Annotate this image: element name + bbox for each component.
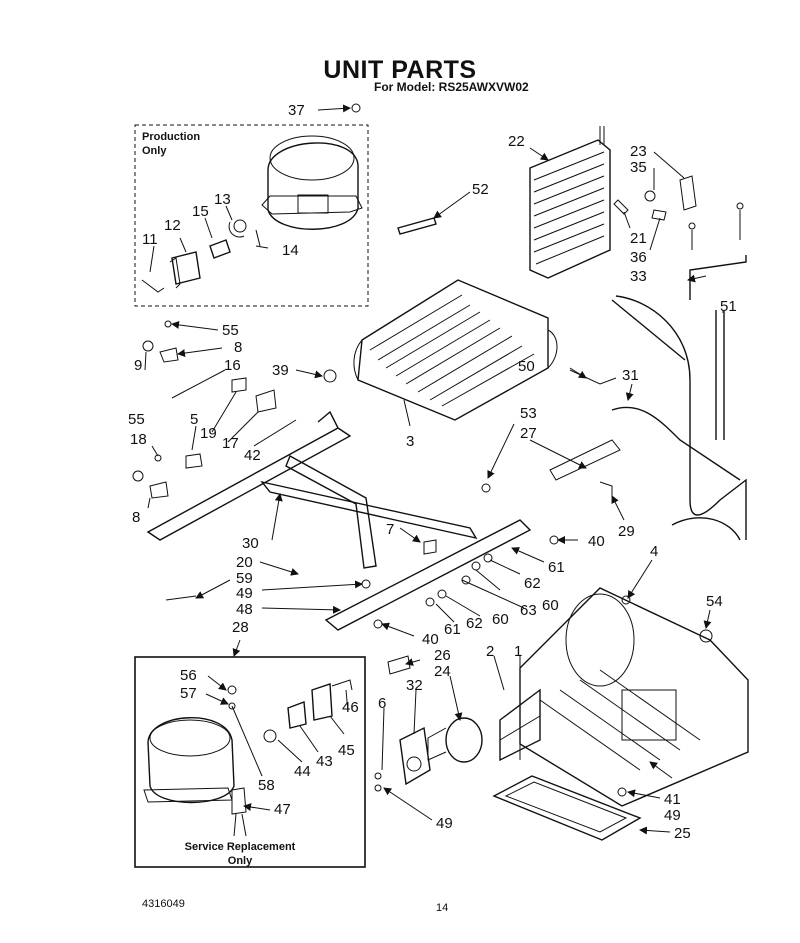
- callout-2: 2: [486, 643, 494, 660]
- mounting-bracket-rail: [324, 519, 532, 631]
- callout-8b: 8: [132, 509, 140, 526]
- callout-7: 7: [386, 521, 394, 538]
- callout-56: 56: [180, 667, 197, 684]
- callout-22: 22: [508, 133, 525, 150]
- production-only-box: [134, 124, 369, 307]
- relay-parts-production: [141, 219, 261, 293]
- callout-60b: 60: [492, 611, 509, 628]
- callout-62: 62: [524, 575, 541, 592]
- callout-9: 9: [134, 357, 142, 374]
- callout-30: 30: [242, 535, 259, 552]
- production-label-line2: Only: [142, 145, 167, 157]
- production-only-label: Production Only: [142, 130, 200, 158]
- leader-lines: [144, 104, 724, 835]
- callout-16: 16: [224, 357, 241, 374]
- callout-14: 14: [282, 242, 299, 259]
- callout-48: 48: [236, 601, 253, 618]
- page-number: 14: [436, 902, 449, 914]
- callout-63: 63: [520, 602, 537, 619]
- callout-51: 51: [720, 298, 737, 315]
- callout-61: 61: [548, 559, 565, 576]
- callout-24: 24: [434, 663, 451, 680]
- condenser-coil: [353, 279, 558, 421]
- callout-52: 52: [472, 181, 489, 198]
- drain-tube: [397, 217, 437, 235]
- callout-35: 35: [630, 159, 647, 176]
- callout-28: 28: [232, 619, 249, 636]
- callout-60: 60: [542, 597, 559, 614]
- drain-pan: [492, 775, 642, 841]
- compressor-base-plate: [519, 587, 749, 807]
- service-replacement-label: Service Replacement Only: [180, 840, 300, 868]
- callout-61b: 61: [444, 621, 461, 638]
- callout-8: 8: [234, 339, 242, 356]
- thermostat-parts: [613, 175, 744, 250]
- callout-17: 17: [222, 435, 239, 452]
- page-title: UNIT PARTS: [323, 56, 477, 84]
- service-replacement-box: [134, 656, 366, 868]
- service-label-line2: Only: [227, 855, 253, 867]
- callout-40: 40: [588, 533, 605, 550]
- callout-43: 43: [316, 753, 333, 770]
- callout-26: 26: [434, 647, 451, 664]
- callout-36: 36: [630, 249, 647, 266]
- callout-13: 13: [214, 191, 231, 208]
- callout-15: 15: [192, 203, 209, 220]
- callout-31: 31: [622, 367, 639, 384]
- callout-46: 46: [342, 699, 359, 716]
- callout-6: 6: [378, 695, 386, 712]
- callout-54: 54: [706, 593, 723, 610]
- model-subtitle: For Model: RS25AWXVW02: [374, 80, 529, 94]
- callout-42: 42: [244, 447, 261, 464]
- callout-5: 5: [190, 411, 198, 428]
- callout-49c: 49: [436, 815, 453, 832]
- callout-numbers: 37 22 23 35 52 13 15 12 11 14 21 36 33 5…: [128, 102, 737, 842]
- callout-27: 27: [520, 425, 537, 442]
- doc-number: 4316049: [142, 898, 185, 910]
- callout-47: 47: [274, 801, 291, 818]
- callout-57: 57: [180, 685, 197, 702]
- service-label-line1: Service Replacement: [184, 841, 296, 853]
- callout-18: 18: [130, 431, 147, 448]
- callout-41: 41: [664, 791, 681, 808]
- evaporator-coil: [529, 126, 611, 279]
- callout-59: 59: [236, 570, 253, 587]
- callout-39: 39: [272, 362, 289, 379]
- base-frame-rails: [146, 410, 478, 569]
- callout-40b: 40: [422, 631, 439, 648]
- refrigerant-tubing: [611, 255, 747, 541]
- condenser-fan-motor: [399, 688, 541, 786]
- callout-62b: 62: [466, 615, 483, 632]
- callout-4: 4: [650, 543, 658, 560]
- compressor-service: [143, 679, 353, 837]
- callout-55b: 55: [128, 411, 145, 428]
- callout-1: 1: [514, 643, 522, 660]
- callout-20: 20: [236, 554, 253, 571]
- callout-44: 44: [294, 763, 311, 780]
- callout-25: 25: [674, 825, 691, 842]
- callout-49b: 49: [664, 807, 681, 824]
- callout-32: 32: [406, 677, 423, 694]
- callout-19: 19: [200, 425, 217, 442]
- callout-55: 55: [222, 322, 239, 339]
- callout-37: 37: [288, 102, 305, 119]
- callout-45: 45: [338, 742, 355, 759]
- callout-12: 12: [164, 217, 181, 234]
- callout-53: 53: [520, 405, 537, 422]
- callout-23: 23: [630, 143, 647, 160]
- callout-3: 3: [406, 433, 414, 450]
- compressor-production: [261, 135, 363, 230]
- callout-21: 21: [630, 230, 647, 247]
- callout-11: 11: [142, 231, 158, 248]
- callout-49: 49: [236, 585, 253, 602]
- callout-33: 33: [630, 268, 647, 285]
- callout-50: 50: [518, 358, 535, 375]
- callout-29: 29: [618, 523, 635, 540]
- callout-58: 58: [258, 777, 275, 794]
- production-label-line1: Production: [142, 131, 201, 143]
